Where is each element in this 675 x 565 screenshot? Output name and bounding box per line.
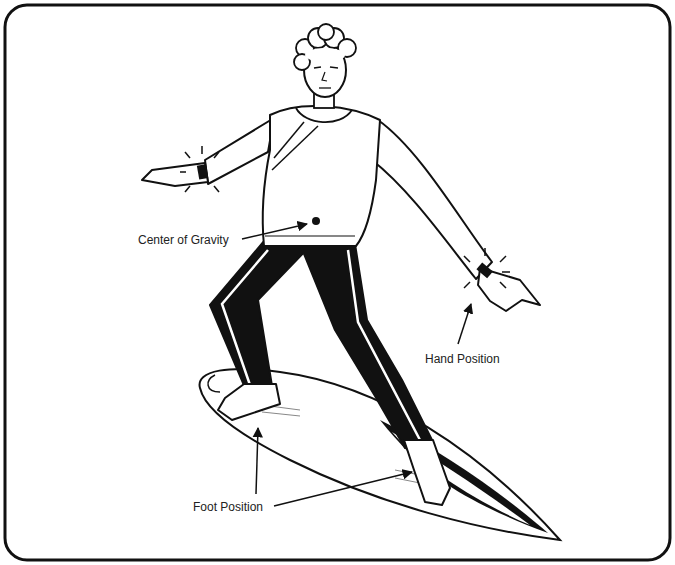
shoes bbox=[218, 384, 450, 505]
head bbox=[294, 24, 356, 108]
frame bbox=[5, 5, 670, 560]
callout-label: Center of Gravity bbox=[138, 233, 229, 247]
hoodie bbox=[263, 106, 380, 246]
gravity-dot bbox=[312, 217, 320, 225]
pants bbox=[210, 240, 432, 448]
callout-label: Foot Position bbox=[193, 500, 263, 514]
callout-label: Hand Position bbox=[425, 352, 500, 366]
